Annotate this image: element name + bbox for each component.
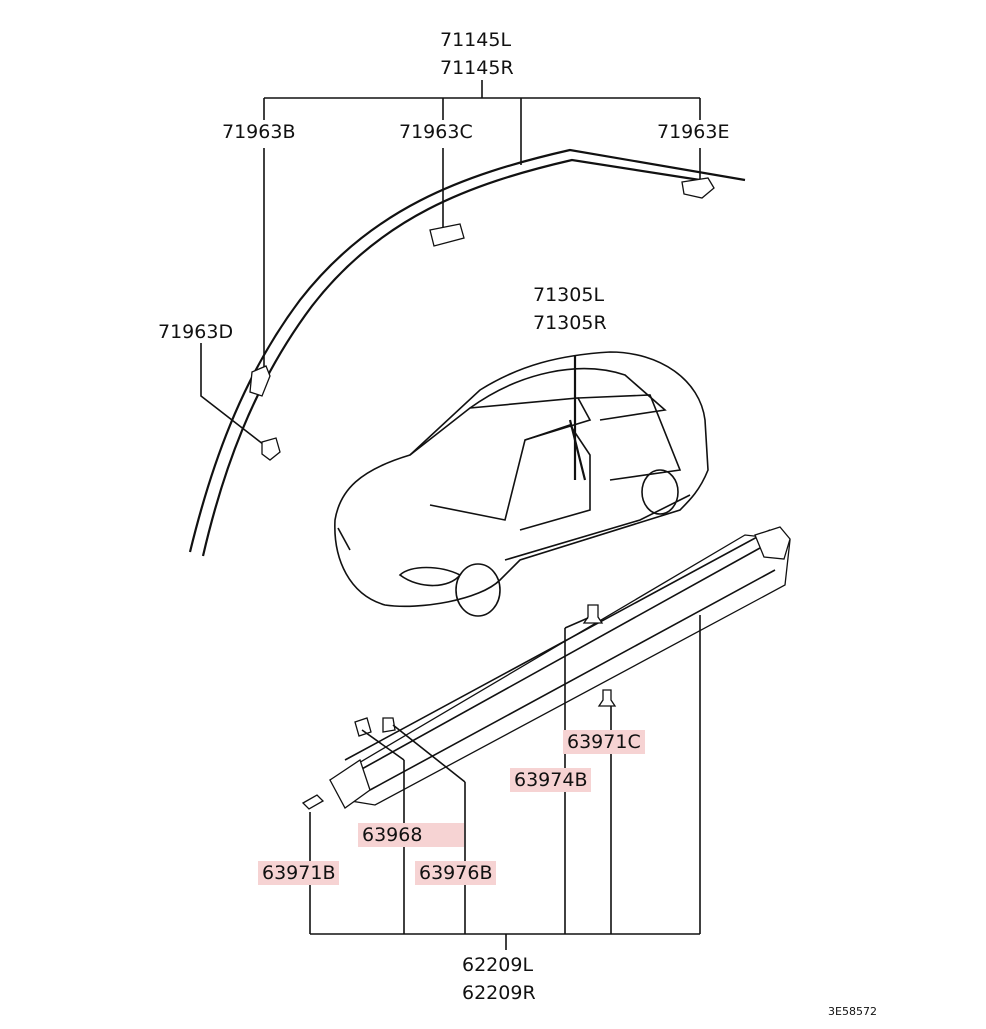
molding-leader-lines (200, 80, 701, 449)
label-71145r: 71145R (440, 57, 514, 79)
molding-clip-e (681, 177, 715, 199)
label-63974b: 63974B (510, 768, 592, 792)
label-62209l: 62209L (462, 954, 534, 976)
label-71963b: 71963B (222, 121, 296, 143)
roof-molding (188, 148, 746, 557)
molding-clip-d (261, 437, 281, 461)
sill-clip-63974b (582, 604, 604, 624)
label-71145l: 71145L (440, 29, 512, 51)
diagram-code: 3E58572 (828, 1005, 877, 1018)
sill-clip-63971c (597, 689, 617, 707)
sill-clip-63968 (354, 717, 372, 737)
sill-clip-63976b (382, 717, 396, 733)
label-71305r: 71305R (533, 312, 607, 334)
label-63971c: 63971C (563, 730, 645, 754)
molding-clip-c (429, 223, 465, 247)
sill-screw-63971b (301, 794, 325, 810)
molding-clip-b (249, 365, 271, 397)
label-71963c: 71963C (399, 121, 473, 143)
label-71305l: 71305L (533, 284, 605, 306)
label-63971b: 63971B (258, 861, 340, 885)
car-illustration (334, 351, 709, 617)
label-71963d: 71963D (158, 321, 234, 343)
label-62209r: 62209R (462, 982, 536, 1004)
side-sill-garnish (329, 526, 791, 809)
label-63976b: 63976B (415, 861, 497, 885)
label-71963e: 71963E (657, 121, 730, 143)
label-63968: 63968 (358, 823, 464, 847)
